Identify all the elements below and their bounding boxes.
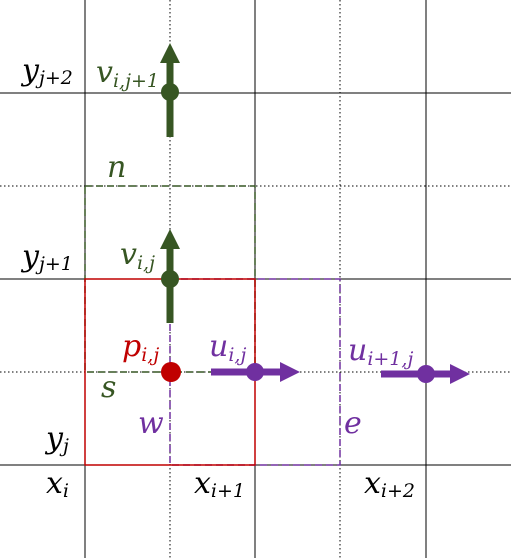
v-velocity-arrow-lower: [160, 229, 180, 323]
u-velocity-arrow-left: [211, 362, 300, 382]
label-face-n: n: [107, 150, 126, 185]
label-p-ij: pi,j: [122, 329, 159, 366]
label-x-i1: xi+1: [194, 466, 245, 502]
pressure-node: [161, 362, 181, 382]
label-face-s: s: [101, 370, 116, 405]
label-face-e: e: [344, 406, 362, 441]
label-v-ij: vi,j: [120, 237, 155, 274]
label-y-j2: yj+2: [20, 53, 73, 89]
label-face-w: w: [138, 406, 164, 441]
label-u-i1j: ui+1,j: [348, 333, 413, 370]
label-v-ij1: vi,j+1: [96, 55, 159, 92]
label-u-ij: ui,j: [209, 329, 246, 366]
label-y-j1: yj+1: [20, 239, 73, 275]
label-x-i2: xi+2: [364, 466, 415, 502]
u-velocity-arrow-right: [381, 364, 470, 384]
label-y-j: yj: [44, 421, 69, 457]
v-velocity-arrow-upper: [160, 43, 180, 137]
label-x-i: xi: [46, 466, 69, 502]
